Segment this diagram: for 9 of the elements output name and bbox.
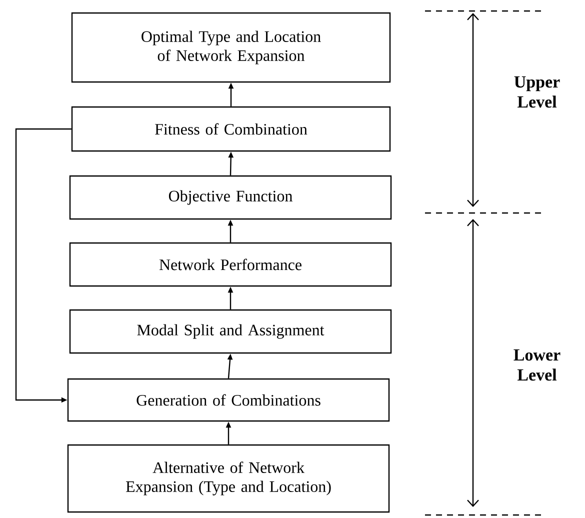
process-box: Generation of Combinations [67, 378, 390, 422]
process-box: Network Performance [69, 242, 392, 287]
process-box: Fitness of Combination [71, 106, 391, 152]
level-label: Lower Level [514, 349, 560, 381]
process-box: Objective Function [69, 175, 392, 220]
process-box: Alternative of Network Expansion (Type and Location) [67, 444, 390, 513]
process-box: Modal Split and Assignment [69, 309, 392, 354]
process-box: Optimal Type and Location of Network Expansion [71, 12, 391, 83]
level-label: Upper Level [514, 76, 560, 108]
